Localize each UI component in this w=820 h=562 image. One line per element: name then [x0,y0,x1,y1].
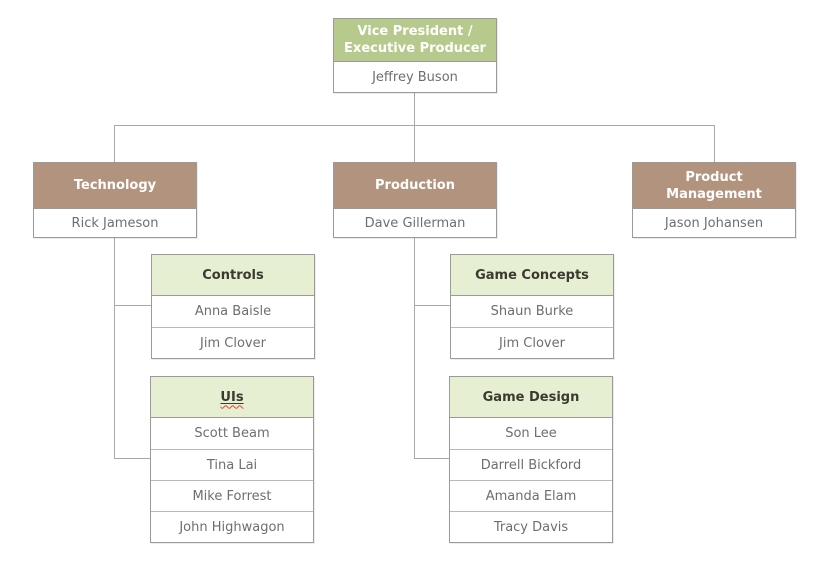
org-node-technology[interactable]: Technology Rick Jameson [33,162,197,238]
node-member: Shaun Burke [490,304,574,319]
org-node-game-design[interactable]: Game Design Son Lee Darrell Bickford Ama… [449,376,613,543]
node-title: Production [334,163,496,208]
node-member: John Highwagon [151,511,313,542]
connector-drop-technology [114,125,115,162]
org-node-production[interactable]: Production Dave Gillerman [333,162,497,238]
node-member: Jim Clover [451,327,613,358]
node-title: Game Design [450,377,612,418]
org-node-game-concepts[interactable]: Game Concepts Shaun Burke Jim Clover [450,254,614,359]
connector-production-spine [414,237,415,459]
connector-stub-game-concepts [414,305,450,306]
node-title: Game Concepts [451,255,613,296]
node-title: Vice President / Executive Producer [334,19,496,61]
node-member: Anna Baisle [194,304,272,319]
connector-drop-product-management [714,125,715,162]
org-node-product-management[interactable]: Product Management Jason Johansen [632,162,796,238]
node-member: Tina Lai [151,449,313,480]
node-title: UIs [151,377,313,418]
node-member: Rick Jameson [34,208,196,237]
node-member: Jeffrey Buson [334,61,496,92]
node-title: Controls [152,255,314,296]
node-title: Technology [34,163,196,208]
connector-root-drop [414,92,415,125]
node-member: Jason Johansen [633,208,795,237]
node-member: Tracy Davis [450,511,612,542]
node-member: Amanda Elam [450,480,612,511]
node-member: Son Lee [505,426,557,441]
connector-drop-production [414,125,415,162]
node-member: Jim Clover [152,327,314,358]
org-node-uis[interactable]: UIs Scott Beam Tina Lai Mike Forrest Joh… [150,376,314,543]
org-node-vice-president[interactable]: Vice President / Executive Producer Jeff… [333,18,497,93]
node-member: Mike Forrest [151,480,313,511]
node-member: Scott Beam [194,426,270,441]
node-member: Dave Gillerman [334,208,496,237]
connector-technology-spine [114,237,115,459]
connector-stub-uis [114,458,151,459]
spellcheck-squiggle: UIs [220,389,243,406]
node-title: Product Management [633,163,795,208]
connector-stub-controls [114,305,151,306]
node-member: Darrell Bickford [450,449,612,480]
connector-stub-game-design [414,458,450,459]
node-title-text: UIs [220,389,244,405]
org-node-controls[interactable]: Controls Anna Baisle Jim Clover [151,254,315,359]
